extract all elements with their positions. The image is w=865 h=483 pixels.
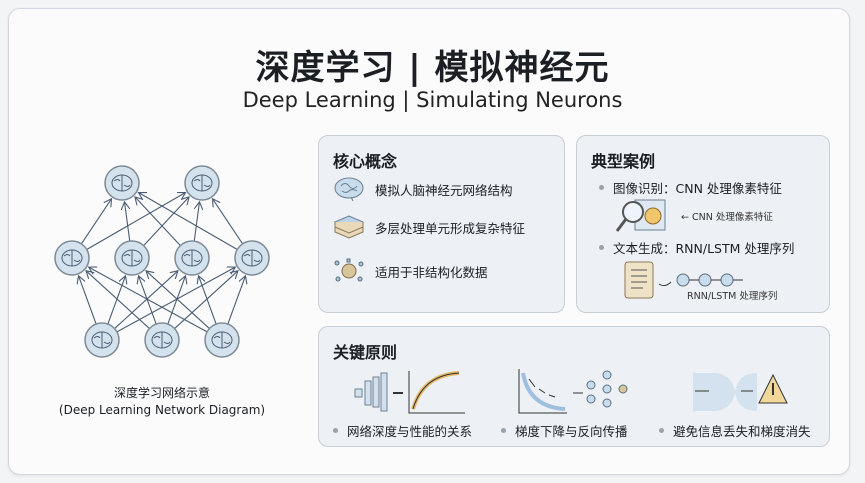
connection-arrow xyxy=(174,271,238,329)
neuron-node xyxy=(114,240,150,276)
connection-arrow xyxy=(213,199,244,245)
bullet xyxy=(333,428,338,433)
connection-arrow xyxy=(107,276,126,325)
core-item-label: 适用于非结构化数据 xyxy=(375,264,488,280)
connection-arrow xyxy=(80,199,111,245)
core-item-label: 模拟人脑神经元网络结构 xyxy=(375,182,513,198)
principle-label: 避免信息丢失和梯度消失 xyxy=(673,424,811,439)
principle-label: 网络深度与性能的关系 xyxy=(347,424,473,439)
brain-icon xyxy=(191,174,213,192)
core-concepts-title: 核心概念 xyxy=(333,152,398,171)
connection-arrow xyxy=(139,276,157,325)
brain-icon xyxy=(241,249,263,267)
brain-icon xyxy=(91,331,113,349)
neuron-node xyxy=(104,165,140,201)
list-item: 梯度下降与反向传播 xyxy=(501,421,628,440)
neuron-node xyxy=(234,240,270,276)
list-item: 避免信息丢失和梯度消失 xyxy=(659,421,811,440)
rnn-note: RNN/LSTM 处理序列 xyxy=(687,291,778,302)
brain-icon xyxy=(151,331,173,349)
connection-arrow xyxy=(79,276,97,325)
list-item: 多层处理单元形成复杂特征 xyxy=(333,214,525,240)
neuron-node xyxy=(54,240,90,276)
bullet xyxy=(501,428,506,433)
examples-panel: 典型案例 图像识别：CNN 处理像素特征 ← CNN 处理像素特征 文本生成：R… xyxy=(576,135,830,313)
examples-title: 典型案例 xyxy=(591,152,656,171)
connection-arrow xyxy=(227,276,246,325)
neuron-node xyxy=(144,322,180,358)
neuron-node xyxy=(174,240,210,276)
brain-icon xyxy=(211,331,233,349)
connection-arrow xyxy=(193,202,199,242)
example-label: 文本生成：RNN/LSTM 处理序列 xyxy=(613,241,795,256)
core-item-label: 多层处理单元形成复杂特征 xyxy=(375,220,526,236)
cnn-note: ← CNN 处理像素特征 xyxy=(681,212,773,223)
brain-icon xyxy=(121,249,143,267)
bottleneck-warning-icon xyxy=(693,373,788,411)
data-scatter-icon xyxy=(334,258,364,282)
diagram-caption-cn: 深度学习网络示意 xyxy=(113,386,210,400)
depth-performance-icon xyxy=(354,371,465,414)
list-item: 文本生成：RNN/LSTM 处理序列 xyxy=(599,238,794,257)
layers-icon xyxy=(333,215,365,239)
connection-arrow xyxy=(116,267,235,333)
principles-panel: 关键原则 网络深度与性能的关系 梯度下降与反向传播 避免信息丢失和梯度消失 xyxy=(318,326,830,447)
connection-arrow xyxy=(138,192,238,250)
connection-arrow xyxy=(114,271,178,329)
brain-icon xyxy=(181,249,203,267)
scroll-sequence-icon xyxy=(624,261,743,299)
list-item: 图像识别：CNN 处理像素特征 xyxy=(599,178,782,197)
page-title: 深度学习 | 模拟神经元 xyxy=(255,48,610,88)
principles-title: 关键原则 xyxy=(333,343,398,362)
gradient-descent-icon xyxy=(518,369,628,414)
list-item: 适用于非结构化数据 xyxy=(333,258,488,284)
brain-icon xyxy=(111,174,133,192)
page-subtitle: Deep Learning | Simulating Neurons xyxy=(242,88,623,112)
bullet xyxy=(599,245,604,250)
connection-arrow xyxy=(86,192,186,250)
neural-network-diagram xyxy=(54,165,270,358)
core-concepts-panel: 核心概念 模拟人脑神经元网络结构 多层处理单元形成复杂特征 适用于非结构化数据 xyxy=(318,135,565,313)
connection-arrow xyxy=(89,267,208,333)
connection-arrow xyxy=(125,202,131,242)
connection-arrow xyxy=(86,271,150,329)
principle-label: 梯度下降与反向传播 xyxy=(515,424,628,439)
list-item: 模拟人脑神经元网络结构 xyxy=(333,176,513,202)
diagram-caption-en: (Deep Learning Network Diagram) xyxy=(58,403,266,417)
bullet xyxy=(599,185,604,190)
connection-arrow xyxy=(135,197,181,246)
connection-arrow xyxy=(167,276,186,325)
neuron-node xyxy=(204,322,240,358)
brain-icon xyxy=(334,177,364,202)
neuron-node xyxy=(84,322,120,358)
brain-icon xyxy=(61,249,83,267)
connection-arrow xyxy=(143,197,189,246)
connection-arrow xyxy=(199,276,217,325)
connection-arrow xyxy=(146,271,210,329)
magnifier-cat-icon xyxy=(615,199,666,232)
neuron-node xyxy=(184,165,220,201)
list-item: 网络深度与性能的关系 xyxy=(333,421,472,440)
example-label: 图像识别：CNN 处理像素特征 xyxy=(613,181,782,196)
bullet xyxy=(659,428,664,433)
